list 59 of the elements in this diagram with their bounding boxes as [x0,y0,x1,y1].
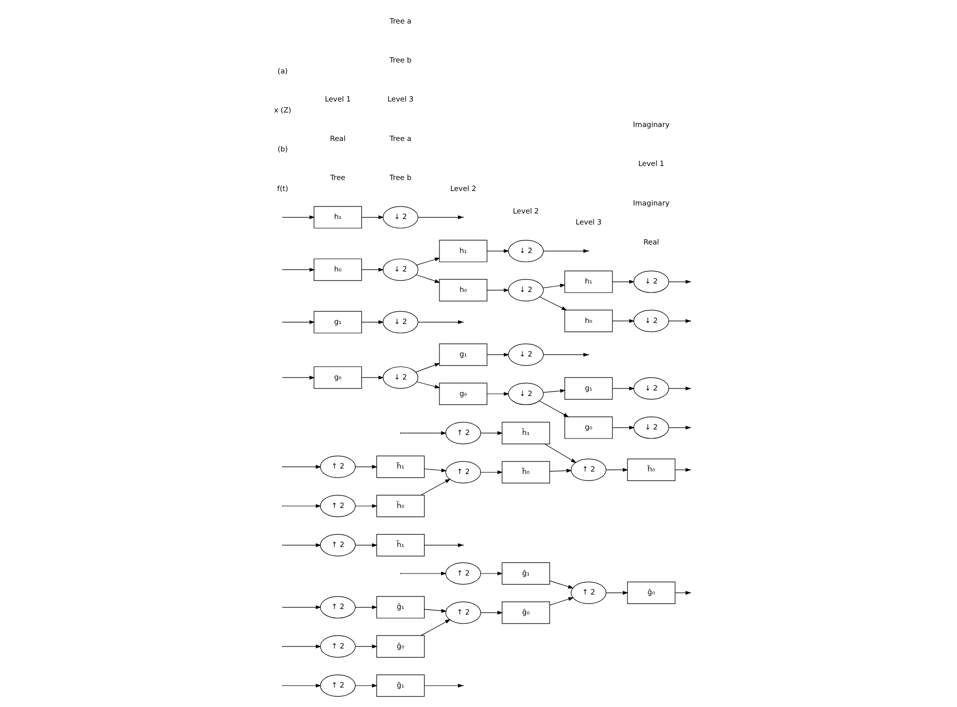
arrow [361,215,384,220]
arrow [539,400,569,418]
arrow [612,280,635,284]
arrow [612,319,635,323]
arrow [416,274,440,283]
arrow [283,215,315,220]
arrow [400,572,447,576]
arrow [355,605,378,610]
arrow [283,376,315,380]
arrow [416,381,440,388]
arrow [668,319,692,323]
arrow [418,320,464,324]
arrow [400,431,447,435]
arrow [668,386,692,390]
arrow [486,249,510,253]
arrow [361,320,384,324]
arrow [415,363,440,372]
arrow [543,249,589,253]
arrow [540,296,568,310]
arrow [420,619,451,636]
arrow [668,426,692,430]
arrow [418,215,464,220]
arrow [606,468,628,472]
arrow [361,268,384,272]
arrow [606,590,628,595]
arrow [424,608,447,613]
arrow [480,431,503,435]
arrow [549,580,574,588]
arrow [283,605,322,610]
arrow [361,376,384,380]
arrow [549,597,574,606]
arrow [480,610,503,615]
arrow [486,288,510,292]
arrow [544,444,576,463]
arrow [480,572,503,576]
arrow [486,352,510,357]
arrow [283,464,322,469]
arrow [424,468,447,472]
arrow [283,644,322,648]
arrow [355,644,378,648]
arrow [355,504,378,508]
arrow [283,320,315,324]
arrow [416,258,440,266]
arrow [283,684,322,688]
arrow [283,543,322,548]
arrow [424,684,464,688]
arrow [480,470,503,474]
arrow [612,386,635,390]
arrow [355,543,378,548]
arrow [542,284,566,288]
arrow [543,389,566,393]
arrow [420,478,451,496]
arrow [612,426,635,430]
arrow [283,504,322,508]
arrow [486,392,510,396]
arrow [283,268,315,272]
arrow [549,468,572,473]
arrow [355,464,378,469]
arrow [355,684,378,688]
